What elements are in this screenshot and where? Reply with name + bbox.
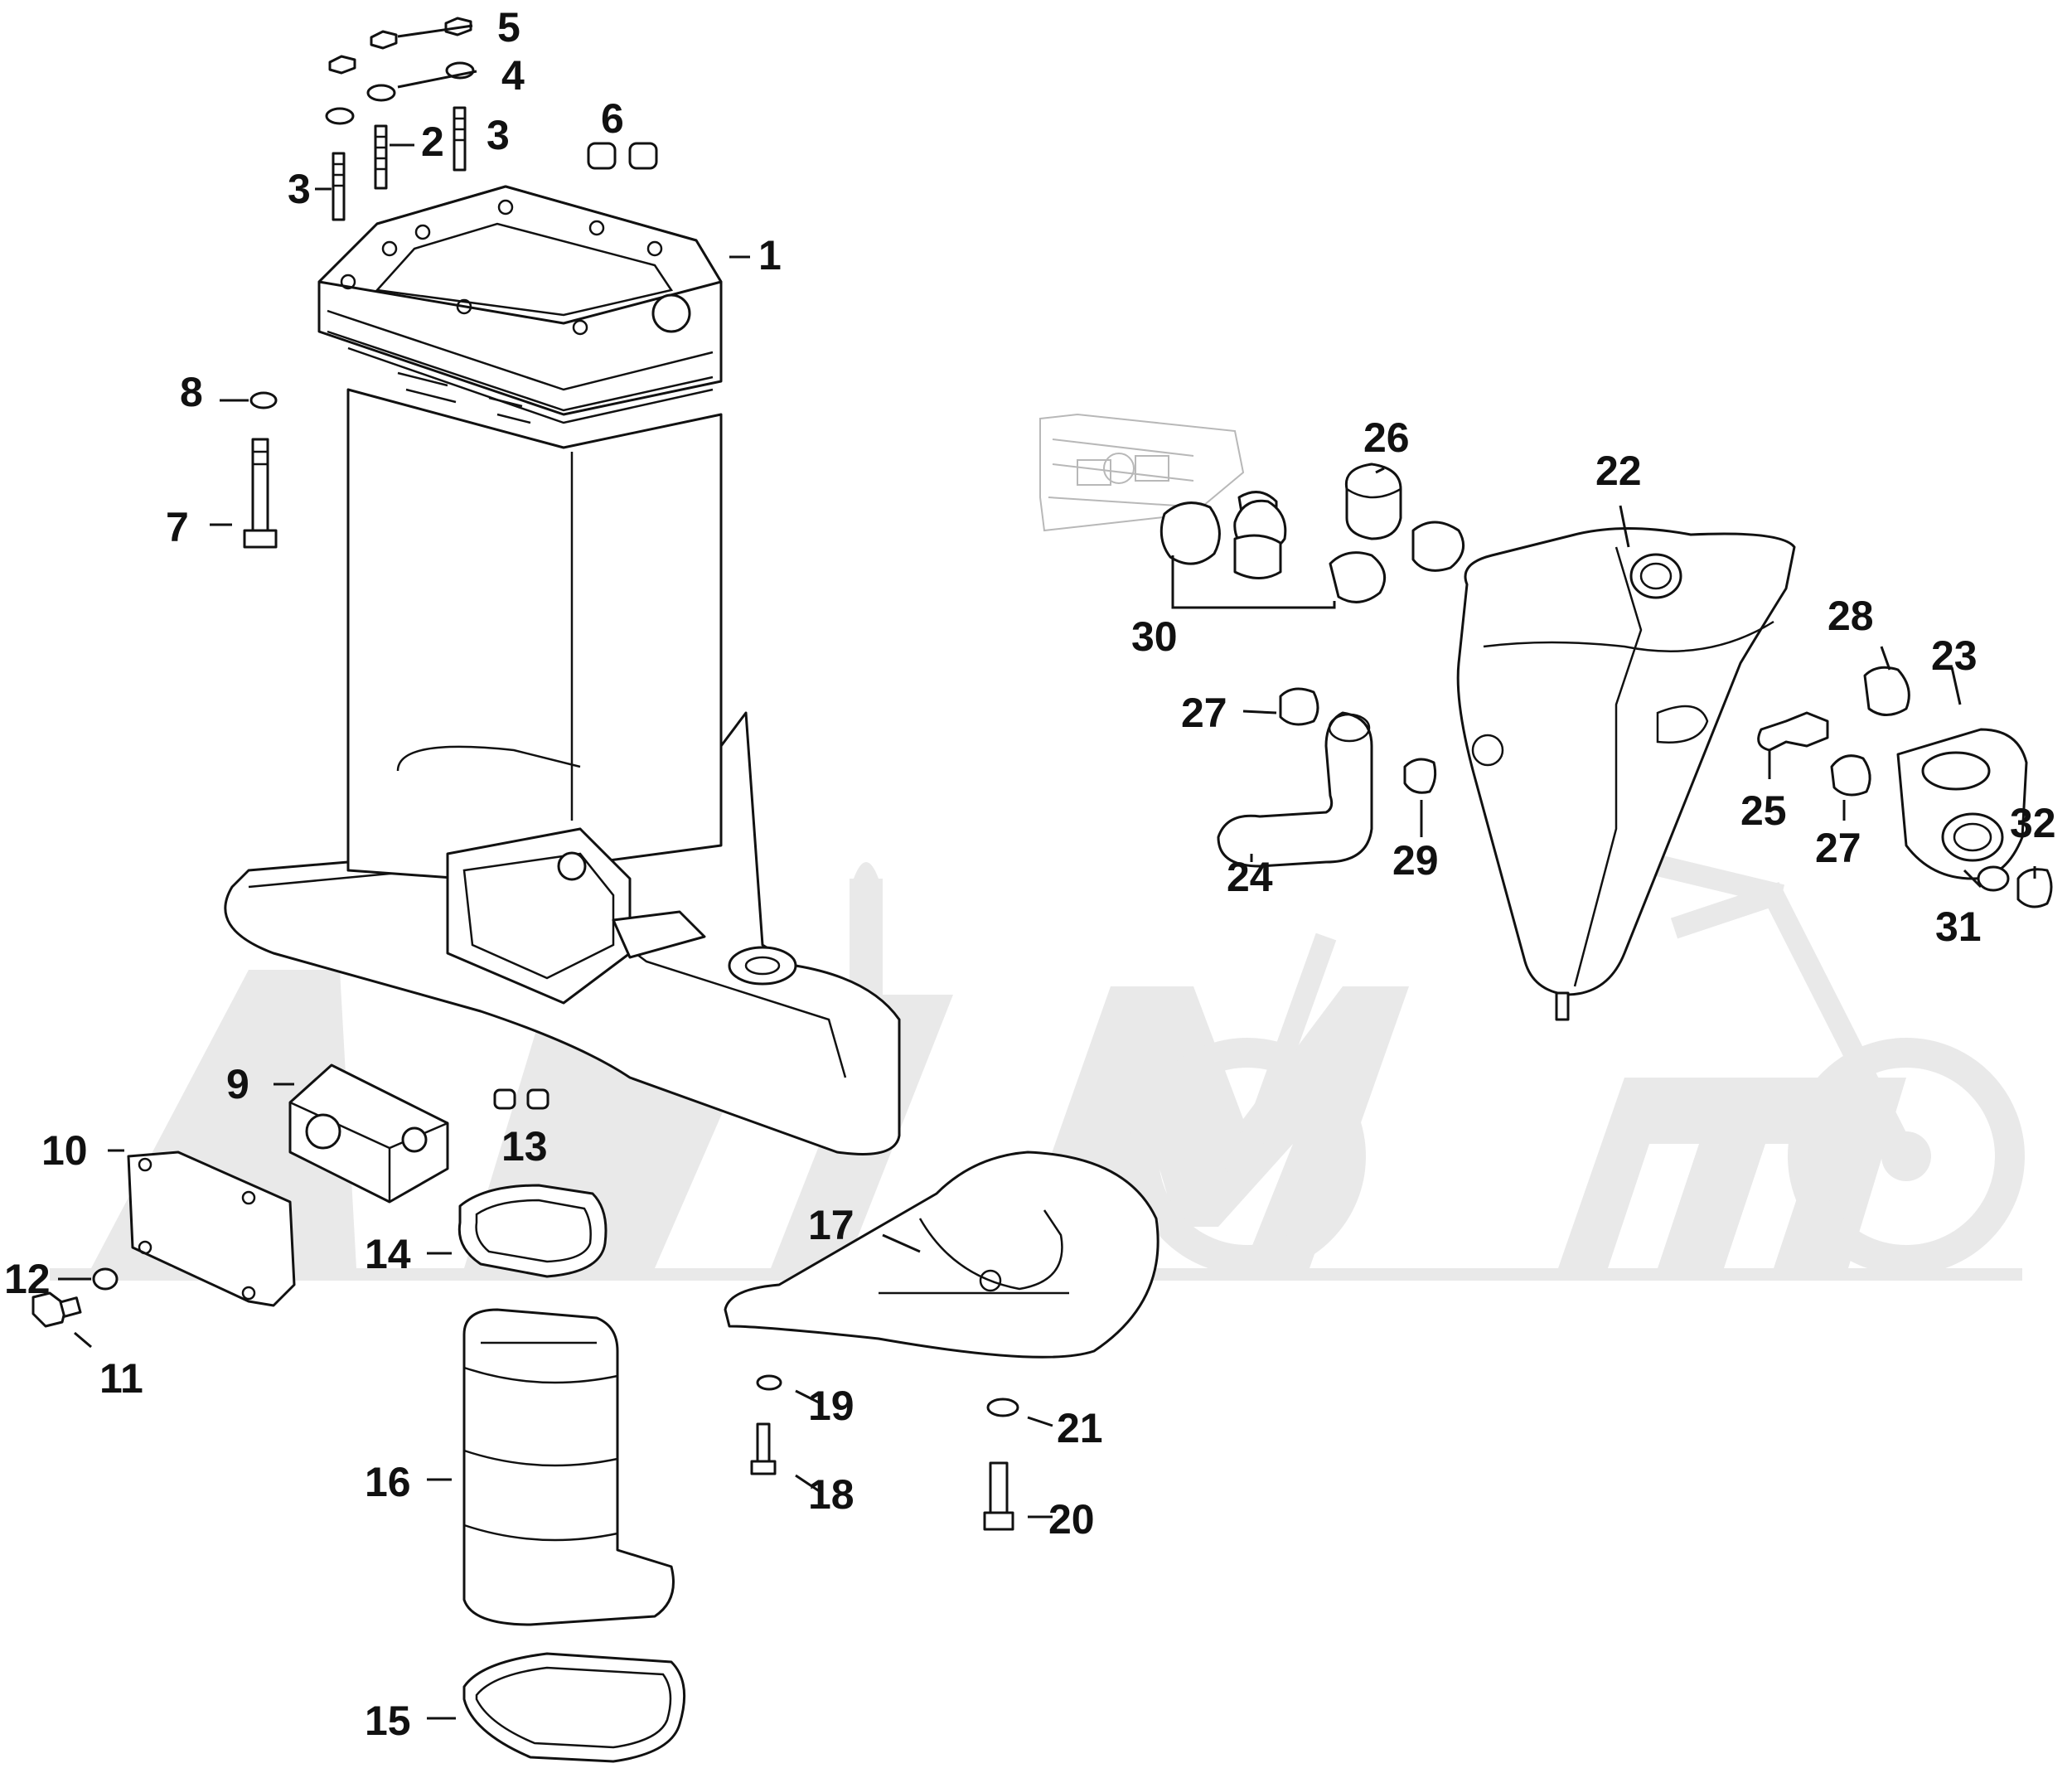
callout-8: 8 [180,369,203,415]
lock-washer-21 [986,1398,1019,1417]
callout-14: 14 [365,1231,411,1277]
callout-10: 10 [41,1127,88,1174]
mount-9 [288,1063,449,1204]
callout-17: 17 [808,1202,854,1248]
callout-27-left: 27 [1181,690,1227,736]
washer-4-group [325,61,475,125]
screw-18 [750,1422,777,1475]
callout-24: 24 [1227,854,1273,900]
hose-clamp-30-group [1159,499,1287,579]
callout-19: 19 [808,1383,854,1429]
callout-22: 22 [1595,448,1642,494]
exhaust-tube-16 [462,1308,675,1626]
callout-12: 12 [4,1256,51,1302]
callout-13: 13 [501,1123,548,1170]
dowel-pin-6-group [587,142,658,170]
o-ring-31 [1977,865,2010,892]
callout-11: 11 [99,1355,143,1402]
hose-24 [1217,711,1373,868]
callout-labels: 5 4 2 3 3 6 1 8 7 9 10 12 11 13 14 16 15… [4,4,2056,1744]
hose-clamp-27-left [1279,687,1319,726]
nut-5-group [328,17,472,75]
callout-1: 1 [758,232,782,279]
stud-3-left [332,152,346,221]
cover-plate-10 [127,1151,296,1307]
callout-23: 23 [1931,632,1978,679]
callout-21: 21 [1057,1405,1103,1451]
dowel-13-group [493,1088,549,1110]
bolt-7 [243,438,278,549]
engine-exhaust-manifold-outline [1039,413,1245,532]
seal-15 [462,1652,686,1763]
callout-20: 20 [1048,1496,1095,1543]
leader-lines [58,24,2036,1720]
callout-3-left: 3 [288,166,311,212]
screw-20 [983,1461,1014,1531]
callout-5: 5 [497,4,520,51]
callout-27-right: 27 [1815,825,1861,871]
callout-16: 16 [365,1459,411,1505]
callout-29: 29 [1392,837,1439,884]
washer-12 [92,1267,119,1291]
callout-15: 15 [365,1698,411,1744]
bolt-11 [31,1291,82,1328]
stud-3-right [453,106,467,172]
plate-17 [724,1151,1159,1359]
hose-clamp-29 [1403,758,1437,794]
bracket-30 [1171,555,1336,609]
callout-31: 31 [1935,903,1982,950]
callout-6: 6 [601,95,624,142]
seal-14 [457,1184,608,1278]
washer-8 [249,391,278,409]
elbow-fitting-25 [1757,711,1829,752]
callout-18: 18 [808,1471,854,1518]
callout-32: 32 [2010,800,2056,846]
callout-30: 30 [1131,613,1178,660]
cover-23 [1896,728,2028,880]
cap-27-right [1830,754,1871,797]
callout-26: 26 [1363,414,1410,461]
exhaust-housing [1456,527,1796,1021]
callout-9: 9 [226,1061,249,1107]
callout-28: 28 [1828,593,1874,639]
callout-25: 25 [1740,787,1787,834]
plug-32 [2016,868,2053,908]
drive-shaft-housing [224,185,901,1155]
stud-2 [374,124,388,190]
hose-clamp-28 [1863,666,1910,716]
callout-7: 7 [166,504,189,550]
callout-4: 4 [501,52,525,99]
lock-washer-19 [756,1374,782,1391]
callout-2: 2 [421,119,444,165]
callout-3-right: 3 [487,112,510,158]
